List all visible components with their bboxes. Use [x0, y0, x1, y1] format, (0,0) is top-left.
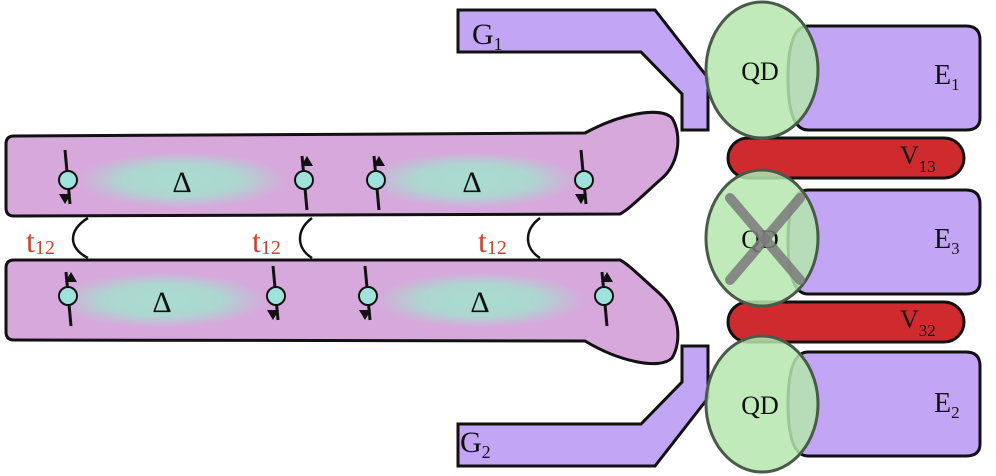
- tunnel-links: [71, 216, 541, 260]
- coupler-v13: [726, 136, 966, 180]
- svg-text:t12: t12: [252, 223, 281, 259]
- gate-g2: [456, 344, 710, 468]
- delta-label: Δ: [152, 286, 171, 319]
- lead-e2-label: E2: [934, 388, 960, 422]
- tunnel-arc: [298, 217, 313, 260]
- tunnel-label-2: t12: [252, 223, 281, 259]
- spin-up-icon: [366, 155, 386, 211]
- qd-3-cross-icon: [725, 193, 805, 285]
- spins: [58, 149, 614, 327]
- spin-up-icon: [594, 271, 614, 327]
- lead-e3-label: E3: [934, 224, 960, 258]
- delta-label: Δ: [172, 166, 191, 199]
- spin-down-icon: [58, 149, 78, 205]
- spin-down-icon: [266, 265, 286, 321]
- spin-down-icon: [358, 265, 378, 321]
- svg-text:t12: t12: [26, 223, 55, 259]
- qd-2-label: QD: [741, 391, 779, 420]
- svg-text:t12: t12: [478, 223, 507, 259]
- tunnel-arc: [71, 216, 89, 260]
- qd-1: [704, 0, 820, 140]
- lead-e1-label: E1: [934, 60, 960, 94]
- delta-blob: [367, 152, 577, 208]
- delta-blobs: [57, 152, 585, 328]
- tunnel-label-3: t12: [478, 223, 507, 259]
- delta-label: Δ: [462, 166, 481, 199]
- spin-up-icon: [294, 155, 314, 211]
- delta-label: Δ: [470, 286, 489, 319]
- qd-1-label: QD: [741, 57, 779, 86]
- delta-blob: [57, 272, 267, 328]
- spin-down-icon: [574, 149, 594, 205]
- gate-g1: [456, 8, 710, 132]
- gate-g1-label: G1: [472, 18, 503, 54]
- coupler-v32-label: V32: [900, 305, 936, 340]
- delta-blob: [375, 272, 585, 328]
- tunnel-label-1: t12: [26, 223, 55, 259]
- spin-up-icon: [58, 271, 78, 327]
- delta-blob: [77, 152, 287, 208]
- coupler-v13-label: V13: [900, 141, 936, 176]
- coupler-v32: [726, 300, 966, 344]
- gate-g2-label: G2: [460, 426, 491, 462]
- tunnel-arc: [526, 217, 541, 260]
- qd-2: [704, 334, 820, 474]
